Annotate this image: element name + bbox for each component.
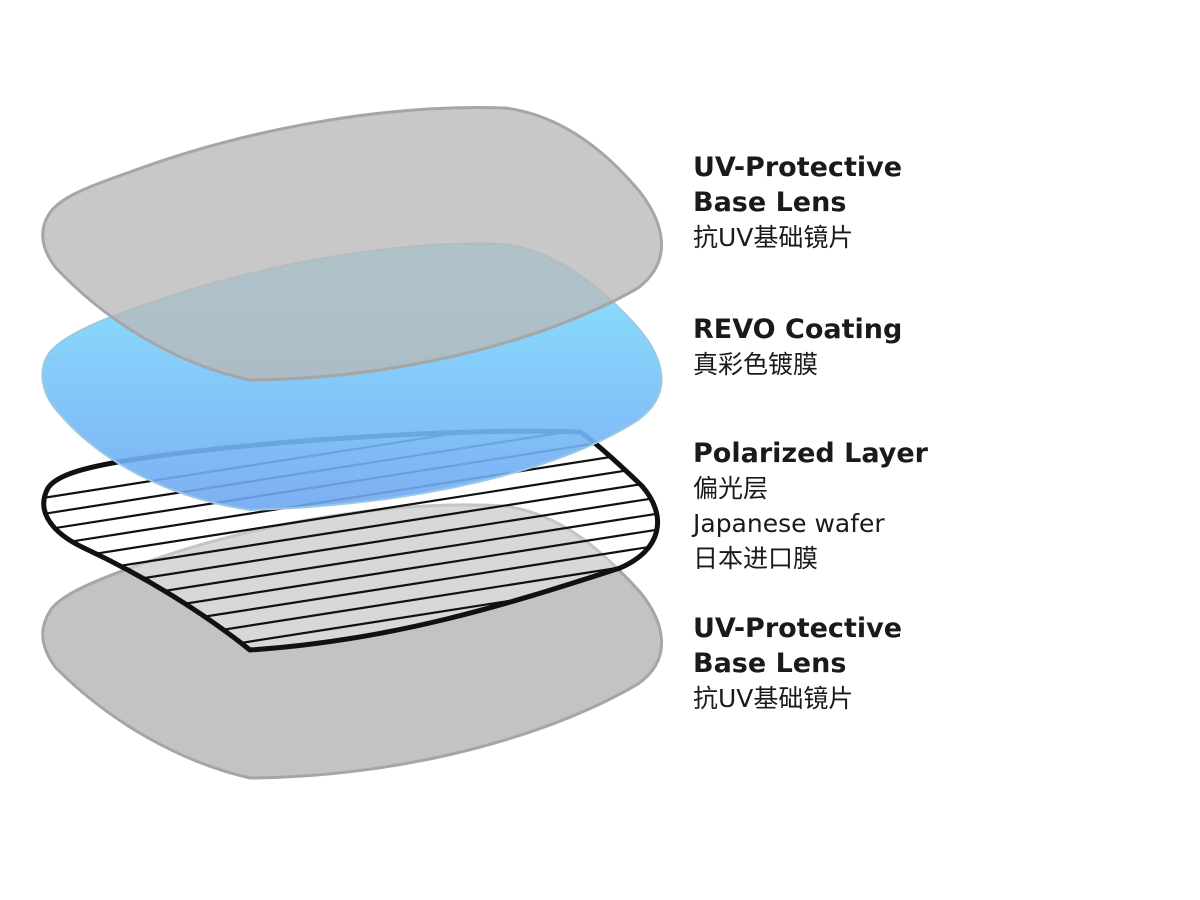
top-base-lens [41, 106, 663, 382]
top-base-lens-title-line-2: Base Lens [693, 187, 847, 218]
polarized-layer-note-cn: 日本进口膜 [693, 544, 819, 573]
bottom-base-lens-title-line-1: UV-Protective [693, 613, 903, 644]
polarized-layer-note: Japanese wafer [693, 509, 885, 538]
revo-coating-title: REVO Coating [693, 314, 903, 345]
revo-coating-subtitle: 真彩色镀膜 [693, 350, 819, 379]
label-top-base-lens: UV-Protective Base Lens 抗UV基础镜片 [693, 150, 1173, 255]
label-bottom-base-lens: UV-Protective Base Lens 抗UV基础镜片 [693, 611, 1173, 716]
bottom-base-lens-title-line-2: Base Lens [693, 648, 847, 679]
label-revo-coating: REVO Coating 真彩色镀膜 [693, 312, 1173, 382]
bottom-base-lens-subtitle: 抗UV基础镜片 [693, 684, 854, 713]
bottom-base-lens [41, 503, 663, 780]
polarized-layer-title: Polarized Layer [693, 438, 928, 469]
label-polarized-layer: Polarized Layer 偏光层 Japanese wafer 日本进口膜 [693, 436, 1173, 576]
polarized-layer-subtitle: 偏光层 [693, 474, 769, 503]
top-base-lens-title-line-1: UV-Protective [693, 152, 903, 183]
top-base-lens-subtitle: 抗UV基础镜片 [693, 223, 854, 252]
